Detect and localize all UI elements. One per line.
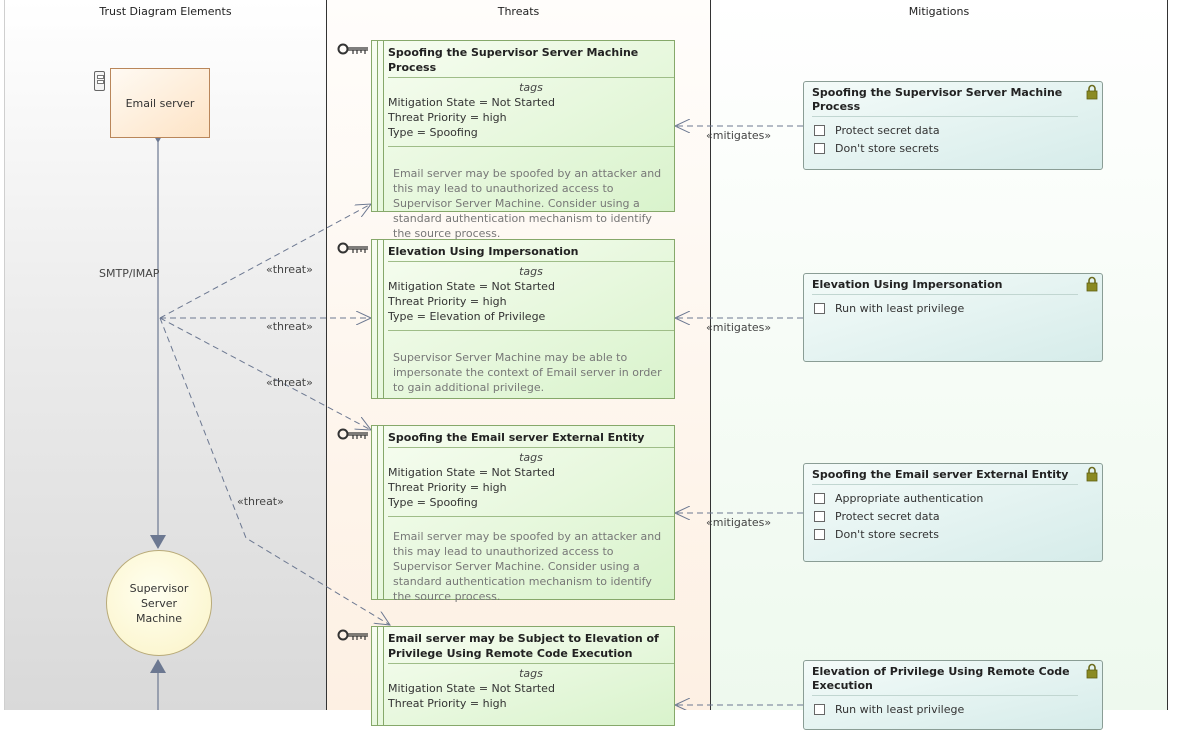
checkbox[interactable] [814, 703, 825, 715]
mitigation-card[interactable]: Elevation of Privilege Using Remote Code… [803, 660, 1103, 730]
lock-icon [1086, 84, 1098, 100]
mitigation-item: Don't store secrets [814, 525, 1102, 543]
mitigation-card[interactable]: Elevation Using Impersonation Run with l… [803, 273, 1103, 362]
mitigation-title: Elevation Using Impersonation [812, 278, 1078, 295]
threat-priority: Threat Priority = high [388, 481, 507, 494]
tags-heading: tags [519, 667, 543, 680]
threat-card-bar [377, 627, 384, 725]
item-label: Don't store secrets [835, 141, 939, 155]
threat-type: Type = Elevation of Privilege [388, 310, 546, 323]
key-icon [337, 43, 368, 55]
threat-label: «threat» [266, 320, 313, 333]
mitigation-state: Mitigation State = Not Started [388, 280, 555, 293]
threat-type: Type = Spoofing [388, 126, 478, 139]
item-label: Protect secret data [835, 123, 940, 137]
item-label: Appropriate authentication [835, 491, 984, 505]
mitigates-label: «mitigates» [706, 321, 772, 334]
server-icon [94, 71, 105, 91]
threat-title: Spoofing the Email server External Entit… [388, 426, 674, 448]
supervisor-server-machine-element[interactable]: Supervisor Server Machine [106, 550, 212, 656]
threat-description: Email server may be spoofed by an attack… [388, 516, 674, 608]
checkbox[interactable] [814, 142, 825, 154]
key-icon [337, 629, 368, 641]
mitigation-title: Spoofing the Email server External Entit… [812, 468, 1078, 485]
checkbox[interactable] [814, 492, 825, 504]
threat-title: Email server may be Subject to Elevation… [388, 627, 674, 664]
mitigation-item: Protect secret data [814, 507, 1102, 525]
threat-card[interactable]: Email server may be Subject to Elevation… [371, 626, 675, 726]
checkbox[interactable] [814, 510, 825, 522]
threat-priority: Threat Priority = high [388, 111, 507, 124]
tags-heading: tags [519, 265, 543, 278]
lock-icon [1086, 276, 1098, 292]
mitigation-title: Spoofing the Supervisor Server Machine P… [812, 86, 1078, 117]
lock-icon [1086, 466, 1098, 482]
checkbox[interactable] [814, 124, 825, 136]
threat-type: Type = Spoofing [388, 496, 478, 509]
threat-card[interactable]: Spoofing the Supervisor Server Machine P… [371, 40, 675, 240]
lane-title: Threats [497, 5, 540, 18]
item-label: Run with least privilege [835, 301, 965, 315]
mitigates-label: «mitigates» [706, 516, 772, 529]
item-label: Run with least privilege [835, 702, 965, 716]
mitigation-item: Protect secret data [814, 121, 1102, 139]
mitigation-title: Elevation of Privilege Using Remote Code… [812, 665, 1078, 696]
mitigation-state: Mitigation State = Not Started [388, 466, 555, 479]
mitigates-label: «mitigates» [706, 129, 772, 142]
mitigation-item: Run with least privilege [814, 700, 1102, 718]
threat-card[interactable]: Elevation Using Impersonation tags Mitig… [371, 239, 675, 399]
checkbox[interactable] [814, 302, 825, 314]
mitigation-item: Appropriate authentication [814, 489, 1102, 507]
item-label: Don't store secrets [835, 527, 939, 541]
tags-heading: tags [519, 81, 543, 94]
lane-title: Trust Diagram Elements [99, 5, 232, 18]
threat-card-bar [377, 240, 384, 398]
checkbox[interactable] [814, 528, 825, 540]
mitigation-item: Don't store secrets [814, 139, 1102, 157]
key-icon [337, 242, 368, 254]
smtp-imap-label: SMTP/IMAP [99, 267, 160, 280]
threat-label: «threat» [266, 376, 313, 389]
threat-label: «threat» [266, 263, 313, 276]
threat-description: Supervisor Server Machine may be able to… [388, 330, 674, 399]
threat-label: «threat» [237, 495, 284, 508]
threat-description: Email server may be spoofed by an attack… [388, 146, 674, 245]
threat-title: Elevation Using Impersonation [388, 240, 674, 262]
mitigation-state: Mitigation State = Not Started [388, 682, 555, 695]
threat-card-bar [377, 426, 384, 599]
item-label: Protect secret data [835, 509, 940, 523]
threat-priority: Threat Priority = high [388, 295, 507, 308]
mitigation-card[interactable]: Spoofing the Supervisor Server Machine P… [803, 81, 1103, 170]
threat-title: Spoofing the Supervisor Server Machine P… [388, 41, 674, 78]
mitigation-card[interactable]: Spoofing the Email server External Entit… [803, 463, 1103, 562]
email-server-element[interactable]: Email server [110, 68, 210, 138]
lane-title: Mitigations [908, 5, 970, 18]
lock-icon [1086, 663, 1098, 679]
mitigation-state: Mitigation State = Not Started [388, 96, 555, 109]
element-label: Supervisor Server Machine [129, 581, 189, 625]
threat-card[interactable]: Spoofing the Email server External Entit… [371, 425, 675, 603]
threat-card-bar [377, 41, 384, 211]
tags-heading: tags [519, 451, 543, 464]
element-label: Email server [125, 96, 195, 110]
mitigation-item: Run with least privilege [814, 299, 1102, 317]
key-icon [337, 428, 368, 440]
threat-priority: Threat Priority = high [388, 697, 507, 710]
